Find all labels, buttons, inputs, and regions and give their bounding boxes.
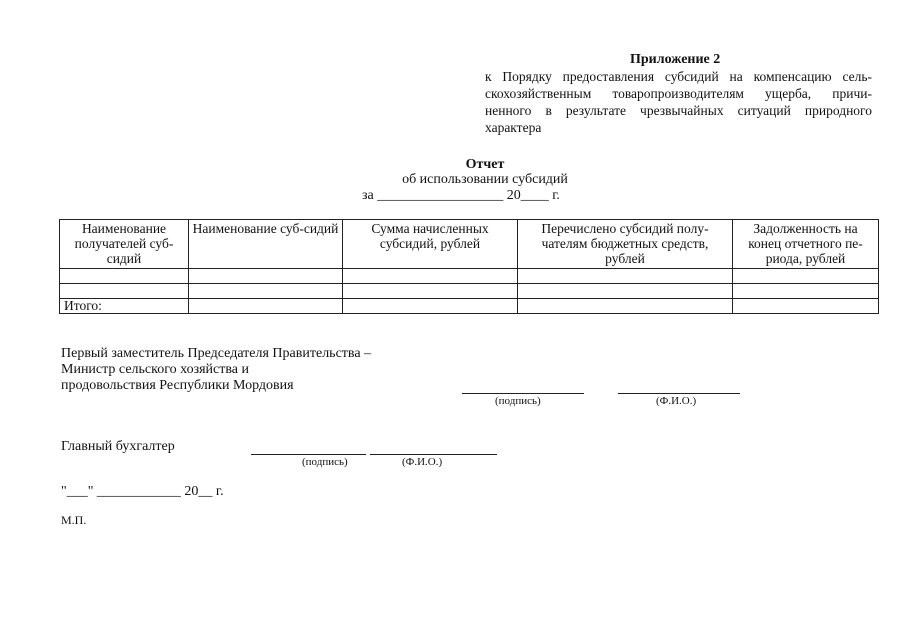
table-cell[interactable] bbox=[188, 283, 343, 299]
subsidy-report-table: Наименование получателей суб-сидий Наиме… bbox=[59, 219, 879, 314]
appendix-line: ненного в результате чрезвычайных ситуац… bbox=[485, 103, 872, 118]
table-cell[interactable] bbox=[59, 283, 189, 299]
chief-name-line[interactable] bbox=[370, 454, 497, 455]
deputy-signature-line[interactable] bbox=[462, 393, 584, 394]
table-header-row: Наименование получателей суб-сидий Наиме… bbox=[59, 219, 879, 269]
table-cell[interactable] bbox=[732, 298, 879, 314]
deputy-title-line: продовольствия Республики Мордовия bbox=[61, 378, 294, 393]
chief-name-caption: (Ф.И.О.) bbox=[402, 456, 443, 468]
deputy-signature-caption: (подпись) bbox=[495, 395, 541, 407]
deputy-name-line[interactable] bbox=[618, 393, 740, 394]
table-cell[interactable] bbox=[732, 283, 879, 299]
signature-date: "___" ____________ 20__ г. bbox=[61, 484, 224, 499]
appendix-reference: к Порядку предоставления субсидий на ком… bbox=[485, 68, 872, 136]
deputy-title-line: Первый заместитель Председателя Правител… bbox=[61, 346, 372, 361]
deputy-title-line: Министр сельского хозяйства и bbox=[61, 362, 249, 377]
appendix-line: скохозяйственным товаропроизводителям ущ… bbox=[485, 86, 872, 101]
appendix-line: характера bbox=[485, 120, 542, 135]
report-period: за __________________ 20____ г. bbox=[362, 188, 560, 203]
header-subsidy-name: Наименование суб-сидий bbox=[188, 219, 343, 269]
table-row bbox=[59, 283, 879, 299]
chief-signature-caption: (подпись) bbox=[302, 456, 348, 468]
table-cell[interactable] bbox=[517, 298, 733, 314]
header-recipients: Наименование получателей суб-сидий bbox=[59, 219, 189, 269]
table-cell[interactable] bbox=[732, 268, 879, 284]
appendix-line: к Порядку предоставления субсидий на ком… bbox=[485, 69, 872, 84]
deputy-name-caption: (Ф.И.О.) bbox=[656, 395, 697, 407]
header-accrued-amount: Сумма начисленных субсидий, рублей bbox=[342, 219, 518, 269]
deputy-title: Первый заместитель Председателя Правител… bbox=[61, 346, 421, 394]
table-row bbox=[59, 268, 879, 284]
report-subtitle: об использовании субсидий bbox=[402, 172, 568, 187]
header-debt: Задолженность на конец отчетного пе-риод… bbox=[732, 219, 879, 269]
table-cell[interactable] bbox=[342, 283, 518, 299]
stamp-placeholder: М.П. bbox=[61, 513, 87, 527]
appendix-title: Приложение 2 bbox=[630, 52, 721, 67]
header-transferred-amount: Перечислено субсидий полу-чателям бюджет… bbox=[517, 219, 733, 269]
table-cell[interactable] bbox=[59, 268, 189, 284]
report-title: Отчет bbox=[465, 157, 505, 172]
table-cell[interactable] bbox=[517, 268, 733, 284]
table-cell[interactable] bbox=[342, 268, 518, 284]
total-label: Итого: bbox=[59, 298, 189, 314]
chief-signature-line[interactable] bbox=[251, 454, 366, 455]
chief-accountant-title: Главный бухгалтер bbox=[61, 439, 175, 454]
table-cell[interactable] bbox=[188, 268, 343, 284]
table-cell[interactable] bbox=[188, 298, 343, 314]
table-cell[interactable] bbox=[517, 283, 733, 299]
table-total-row: Итого: bbox=[59, 298, 879, 314]
table-cell[interactable] bbox=[342, 298, 518, 314]
